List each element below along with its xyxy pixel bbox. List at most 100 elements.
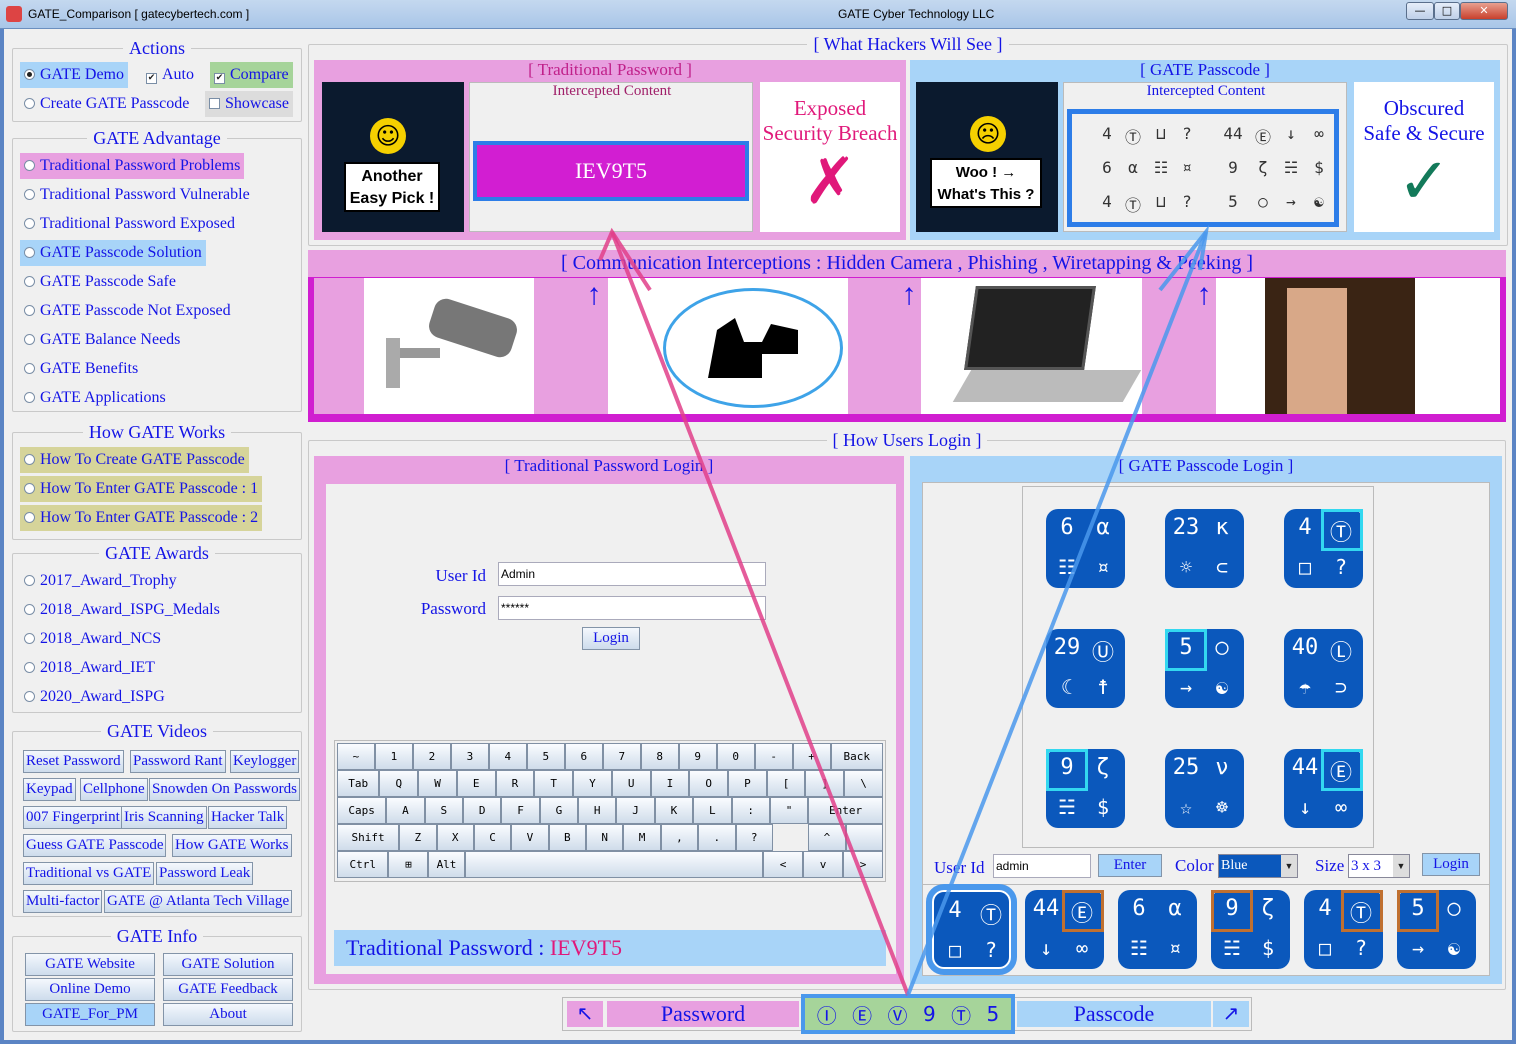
key-E[interactable]: E: [456, 770, 496, 797]
entered-tile[interactable]: 5○→☯: [1397, 890, 1476, 969]
video-button[interactable]: Iris Scanning: [121, 806, 207, 829]
key-U[interactable]: U: [611, 770, 651, 797]
key-Q[interactable]: Q: [379, 770, 419, 797]
key-5[interactable]: 5: [526, 743, 565, 770]
key-Shift[interactable]: Shift: [337, 824, 400, 851]
key-Tab[interactable]: Tab: [337, 770, 380, 797]
key-"[interactable]: ": [769, 797, 809, 824]
radio-advantage-2[interactable]: Traditional Password Exposed: [20, 211, 239, 237]
key-<[interactable]: <: [763, 851, 804, 878]
key-S[interactable]: S: [424, 797, 463, 824]
key-T[interactable]: T: [534, 770, 574, 797]
video-button[interactable]: Keylogger: [230, 750, 300, 773]
key--[interactable]: -: [754, 743, 793, 770]
key-7[interactable]: 7: [602, 743, 641, 770]
showcase-checkbox[interactable]: Showcase: [205, 91, 293, 117]
color-select[interactable]: Blue▼: [1218, 854, 1298, 878]
radio-works-2[interactable]: How To Enter GATE Passcode : 2: [20, 505, 263, 531]
key-+[interactable]: +: [792, 743, 831, 770]
key-⊞[interactable]: ⊞: [388, 851, 429, 878]
key-F[interactable]: F: [501, 797, 540, 824]
key-R[interactable]: R: [495, 770, 535, 797]
video-button[interactable]: Password Rant: [130, 750, 226, 773]
info-button[interactable]: GATE Feedback: [163, 978, 293, 1001]
close-button[interactable]: ✕: [1460, 2, 1508, 20]
key-Ctrl[interactable]: Ctrl: [337, 851, 389, 878]
key-L[interactable]: L: [693, 797, 732, 824]
key-6[interactable]: 6: [564, 743, 603, 770]
radio-awards-1[interactable]: 2018_Award_ISPG_Medals: [20, 597, 224, 623]
video-button[interactable]: Guess GATE Passcode: [23, 834, 167, 857]
video-button[interactable]: Traditional vs GATE: [23, 862, 155, 885]
video-button[interactable]: Password Leak: [156, 862, 254, 885]
key-0[interactable]: 0: [716, 743, 755, 770]
video-button[interactable]: Reset Password: [23, 750, 124, 773]
key-M[interactable]: M: [623, 824, 661, 851]
key-9[interactable]: 9: [678, 743, 717, 770]
video-button[interactable]: Multi-factor: [23, 890, 103, 913]
video-button[interactable]: 007 Fingerprint: [23, 806, 123, 829]
key-1[interactable]: 1: [374, 743, 413, 770]
key-C[interactable]: C: [473, 824, 512, 851]
key-blank[interactable]: [464, 851, 764, 878]
key-G[interactable]: G: [539, 797, 579, 824]
key-Caps[interactable]: Caps: [337, 797, 387, 824]
radio-awards-0[interactable]: 2017_Award_Trophy: [20, 568, 181, 594]
radio-advantage-5[interactable]: GATE Passcode Not Exposed: [20, 298, 235, 324]
info-button[interactable]: GATE Website: [25, 953, 155, 976]
key-^[interactable]: ^: [808, 824, 846, 851]
key-N[interactable]: N: [586, 824, 624, 851]
key-blank[interactable]: [845, 824, 884, 851]
radio-awards-3[interactable]: 2018_Award_IET: [20, 655, 159, 681]
radio-advantage-8[interactable]: GATE Applications: [20, 385, 170, 411]
key-Y[interactable]: Y: [573, 770, 612, 797]
key-blank[interactable]: [772, 824, 809, 851]
key-V[interactable]: V: [511, 824, 549, 851]
key-Z[interactable]: Z: [399, 824, 437, 851]
minimize-button[interactable]: —: [1406, 2, 1434, 20]
key-D[interactable]: D: [462, 797, 502, 824]
key-K[interactable]: K: [654, 797, 694, 824]
radio-works-0[interactable]: How To Create GATE Passcode: [20, 447, 249, 473]
video-button[interactable]: Keypad: [23, 778, 76, 801]
radio-advantage-0[interactable]: Traditional Password Problems: [20, 153, 245, 179]
gate-user-id-input[interactable]: [993, 854, 1091, 878]
video-button[interactable]: Snowden On Passwords: [149, 778, 301, 801]
key-2[interactable]: 2: [412, 743, 451, 770]
info-button[interactable]: GATE_For_PM: [25, 1003, 155, 1026]
passcode-tile[interactable]: 5○→☯: [1165, 629, 1244, 708]
key-O[interactable]: O: [689, 770, 729, 797]
info-button[interactable]: GATE Solution: [163, 953, 293, 976]
key-\[interactable]: \: [844, 770, 883, 797]
radio-works-1[interactable]: How To Enter GATE Passcode : 1: [20, 476, 263, 502]
key-B[interactable]: B: [548, 824, 587, 851]
key-A[interactable]: A: [386, 797, 425, 824]
enter-button[interactable]: Enter: [1098, 854, 1162, 877]
video-button[interactable]: Cellphone: [80, 778, 148, 801]
auto-checkbox[interactable]: ✔Auto: [146, 66, 194, 84]
key-3[interactable]: 3: [450, 743, 489, 770]
video-button[interactable]: GATE @ Atlanta Tech Village: [104, 890, 293, 913]
key-8[interactable]: 8: [640, 743, 679, 770]
key-J[interactable]: J: [616, 797, 655, 824]
video-button[interactable]: How GATE Works: [172, 834, 292, 857]
info-button[interactable]: About: [163, 1003, 293, 1026]
key->[interactable]: >: [843, 851, 884, 878]
key-?[interactable]: ?: [735, 824, 773, 851]
radio-advantage-7[interactable]: GATE Benefits: [20, 356, 142, 382]
info-button[interactable]: Online Demo: [25, 978, 155, 1001]
key-I[interactable]: I: [650, 770, 690, 797]
size-select[interactable]: 3 x 3▼: [1348, 854, 1410, 878]
user-id-input[interactable]: [498, 562, 766, 586]
key-H[interactable]: H: [578, 797, 617, 824]
